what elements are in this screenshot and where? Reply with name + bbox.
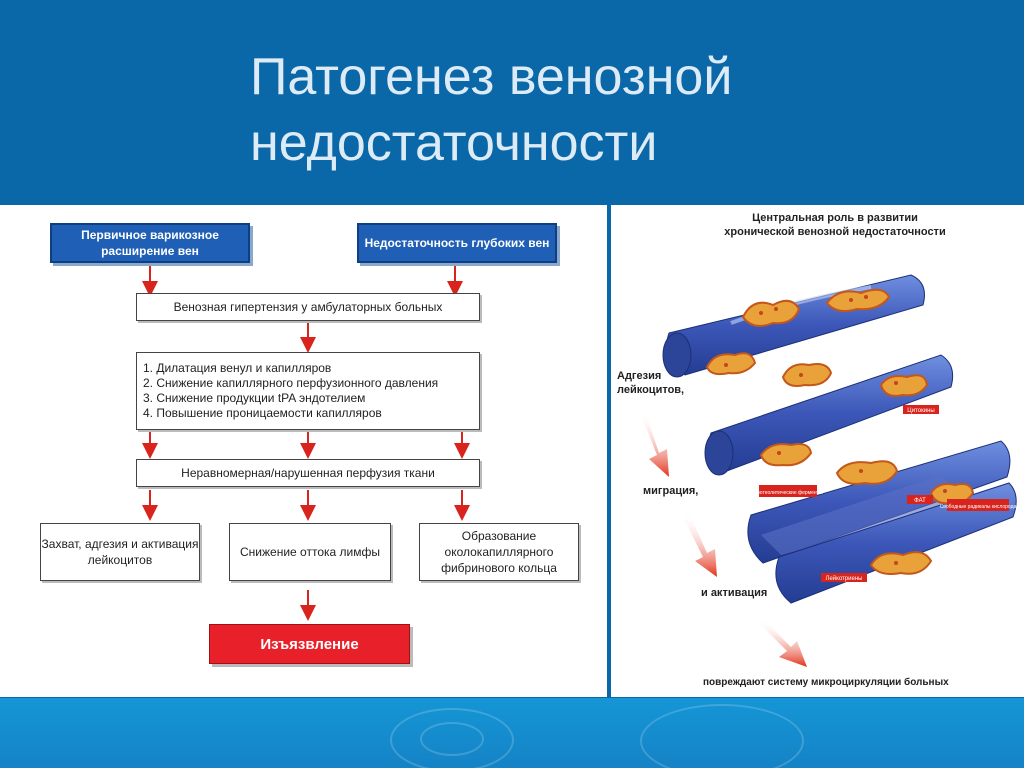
ulcer-box: Изъязвление: [209, 624, 410, 664]
mechanism-item: 4. Повышение проницаемости капилляров: [143, 406, 382, 420]
deep-insufficiency-box: Недостаточность глубоких вен: [357, 223, 557, 263]
label-radicals: Свободные радикалы кислорода: [940, 504, 1017, 510]
activation-label: и активация: [701, 587, 768, 599]
label-fat: ФАТ: [914, 498, 926, 504]
vessel-segment-1: [662, 274, 925, 378]
mechanism-item: 2. Снижение капиллярного перфузионного д…: [143, 376, 439, 390]
adhesion-label-line-1: Адгезия: [617, 370, 662, 382]
ripple-decoration: [640, 704, 804, 768]
illustration-panel: Цитокины Протеолитические ферменты ФАТ С…: [611, 205, 1024, 697]
mechanism-item: 3. Снижение продукции tPA эндотелием: [143, 391, 366, 405]
label-cytokines: Цитокины: [907, 408, 934, 414]
perfusion-box: Неравномерная/нарушенная перфузия ткани: [136, 459, 480, 487]
leukocytes-box: Захват, адгезия и активация лейкоцитов: [40, 523, 200, 581]
ripple-decoration: [390, 708, 514, 768]
illustration-title-line-2: хронической венозной недостаточности: [724, 226, 946, 238]
label-proteolytic: Протеолитические ферменты: [753, 490, 823, 496]
process-arrows: [641, 411, 807, 667]
migration-label: миграция,: [643, 485, 699, 497]
fibrin-box: Образование околокапиллярного фибриновог…: [419, 523, 579, 581]
adhesion-label-line-2: лейкоцитов,: [617, 384, 685, 396]
ripple-decoration: [420, 722, 484, 756]
title-line-2: недостаточности: [250, 114, 658, 172]
slide-footer: [0, 698, 1024, 768]
mechanisms-box: 1. Дилатация венул и капилляров 2. Сниже…: [136, 352, 480, 430]
damage-label: повреждают систему микроциркуляции больн…: [703, 677, 949, 688]
slide-header: Патогенез венозной недостаточности: [0, 0, 1024, 203]
mechanism-item: 1. Дилатация венул и капилляров: [143, 361, 332, 375]
primary-varicose-box: Первичное варикозное расширение вен: [50, 223, 250, 263]
mediator-labels: Цитокины Протеолитические ферменты ФАТ С…: [753, 405, 1017, 582]
vessel-illustration: Цитокины Протеолитические ферменты ФАТ С…: [641, 274, 1017, 667]
hypertension-box: Венозная гипертензия у амбулаторных боль…: [136, 293, 480, 321]
flowchart-panel: Первичное варикозное расширение вен Недо…: [0, 205, 607, 697]
adhesion-label: Адгезия лейкоцитов,: [617, 369, 684, 397]
leukocytes: [705, 288, 975, 575]
label-leukotrienes: Лейкотриены: [826, 575, 863, 582]
leukocyte-granules: [724, 295, 947, 565]
illustration-title: Центральная роль в развитии хронической …: [675, 211, 995, 239]
flow-arrows: [142, 263, 470, 621]
slide-title: Патогенез венозной недостаточности: [250, 44, 990, 176]
lymph-box: Снижение оттока лимфы: [229, 523, 391, 581]
title-line-1: Патогенез венозной: [250, 48, 733, 106]
illustration-title-line-1: Центральная роль в развитии: [752, 212, 918, 224]
